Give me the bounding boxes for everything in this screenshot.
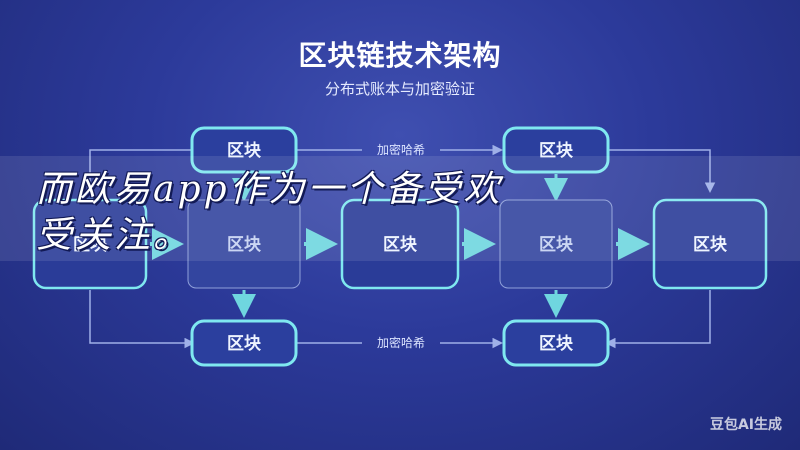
block-middle-3: 区块 — [340, 198, 460, 290]
caption-line-2: 受关注。 — [36, 215, 193, 256]
block-label: 区块 — [73, 235, 108, 255]
diagram-title: 区块链技术架构 — [298, 39, 502, 72]
diagram-subtitle: 分布式账本与加密验证 — [324, 80, 475, 98]
connector-right-bottom — [605, 290, 711, 349]
block-bottom-left: 区块 — [190, 319, 298, 367]
caption-band — [0, 156, 800, 261]
watermark-logo: 豆包AI生成 — [709, 417, 782, 433]
block-label: 区块 — [383, 235, 418, 255]
connector-right-top — [608, 149, 716, 193]
block-label: 区块 — [227, 334, 262, 354]
encryption-label-bottom: 加密哈希 — [377, 335, 425, 350]
connector-left-bottom — [89, 290, 195, 349]
block-top-right: 区块 — [502, 126, 610, 174]
connector-left-top — [84, 149, 192, 193]
block-bottom-right: 区块 — [502, 319, 610, 367]
block-label: 区块 — [539, 235, 574, 255]
caption-line-1: 而欧易app作为一个备受欢 — [36, 169, 503, 210]
block-middle-5: 区块 — [652, 198, 768, 290]
encryption-label-top: 加密哈希 — [377, 142, 425, 157]
block-top-left: 区块 — [190, 126, 298, 174]
block-middle-1: 区块 — [32, 198, 148, 290]
block-middle-2: 区块 — [187, 199, 301, 289]
block-middle-4: 区块 — [499, 199, 613, 289]
block-label: 区块 — [539, 141, 574, 161]
block-label: 区块 — [227, 235, 262, 255]
block-label: 区块 — [539, 334, 574, 354]
block-label: 区块 — [227, 141, 262, 161]
block-label: 区块 — [693, 235, 728, 255]
